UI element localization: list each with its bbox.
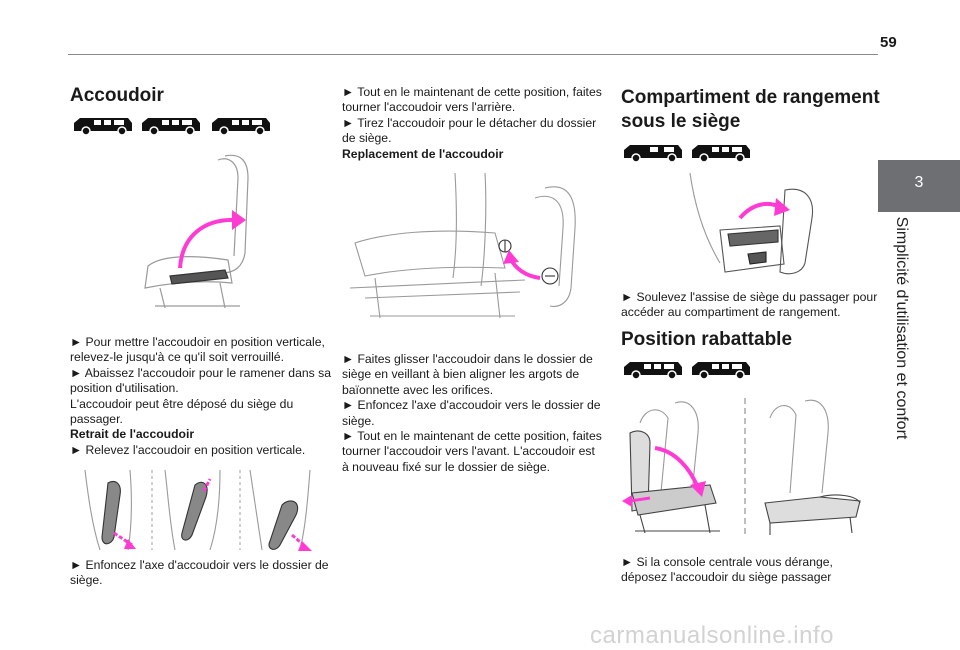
storage-compartment-illustration — [680, 168, 820, 283]
armrest-raise-illustration — [130, 148, 270, 318]
footer-watermark: carmanualsonline.info — [590, 622, 834, 649]
van-icon — [624, 362, 750, 380]
van-icons-row-3 — [620, 357, 760, 381]
paragraph: ► Pour mettre l'accoudoir en position ve… — [70, 335, 325, 365]
subheading-retrait: Retrait de l'accoudoir — [70, 427, 195, 442]
text-block-replacement: ► Faites glisser l'accoudoir dans le dos… — [342, 352, 604, 475]
section-heading-position-rabattable: Position rabattable — [621, 329, 793, 350]
subheading-replacement: Replacement de l'accoudoir — [342, 146, 504, 161]
paragraph: L'accoudoir peut être déposé du siège du… — [70, 396, 294, 427]
section-heading-compartiment: Compartiment de rangement sous le siège — [621, 87, 880, 132]
armrest-replacement-illustration — [345, 168, 585, 333]
paragraph: ► Tout en le maintenant de cette positio… — [342, 85, 602, 115]
text-block-retrait-suite: ► Tout en le maintenant de cette positio… — [342, 85, 604, 162]
chapter-title-vertical: Simplicité d'utilisation et confort — [886, 217, 916, 449]
chapter-number: 3 — [914, 174, 924, 191]
paragraph: ► Relevez l'accoudoir en position vertic… — [70, 442, 306, 457]
section-heading-accoudoir: Accoudoir — [70, 85, 164, 106]
paragraph: ► Tirez l'accoudoir pour le détacher du … — [342, 115, 597, 146]
paragraph: ► Faites glisser l'accoudoir dans le dos… — [342, 352, 593, 397]
fold-seat-illustration — [620, 393, 870, 543]
paragraph: ► Abaissez l'accoudoir pour le ramener d… — [70, 365, 331, 396]
text-block-compartiment: ► Soulevez l'assise de siège du passager… — [621, 290, 881, 321]
paragraph: ► Enfoncez l'axe d'accoudoir vers le dos… — [342, 398, 601, 428]
header-divider — [68, 54, 878, 55]
paragraph: ► Enfoncez l'axe d'accoudoir vers le dos… — [70, 558, 329, 588]
chapter-title: Simplicité d'utilisation et confort — [893, 216, 910, 440]
text-block-accoudoir: ► Pour mettre l'accoudoir en position ve… — [70, 335, 335, 458]
paragraph: ► Si la console centrale vous dérange, d… — [621, 555, 833, 585]
van-icons-row-2 — [620, 140, 760, 164]
armrest-removal-steps-illustration — [70, 465, 320, 555]
paragraph: ► Soulevez l'assise de siège du passager… — [621, 290, 878, 320]
van-icons-row-1 — [70, 113, 280, 137]
page-number: 59 — [880, 34, 897, 51]
chapter-tab: 3 — [878, 160, 960, 212]
text-block-enfoncez: ► Enfoncez l'axe d'accoudoir vers le dos… — [70, 558, 330, 589]
van-icon — [74, 118, 270, 136]
text-block-position-rabattable: ► Si la console centrale vous dérange, d… — [621, 555, 881, 586]
van-icon — [624, 145, 750, 163]
paragraph: ► Tout en le maintenant de cette positio… — [342, 429, 602, 474]
